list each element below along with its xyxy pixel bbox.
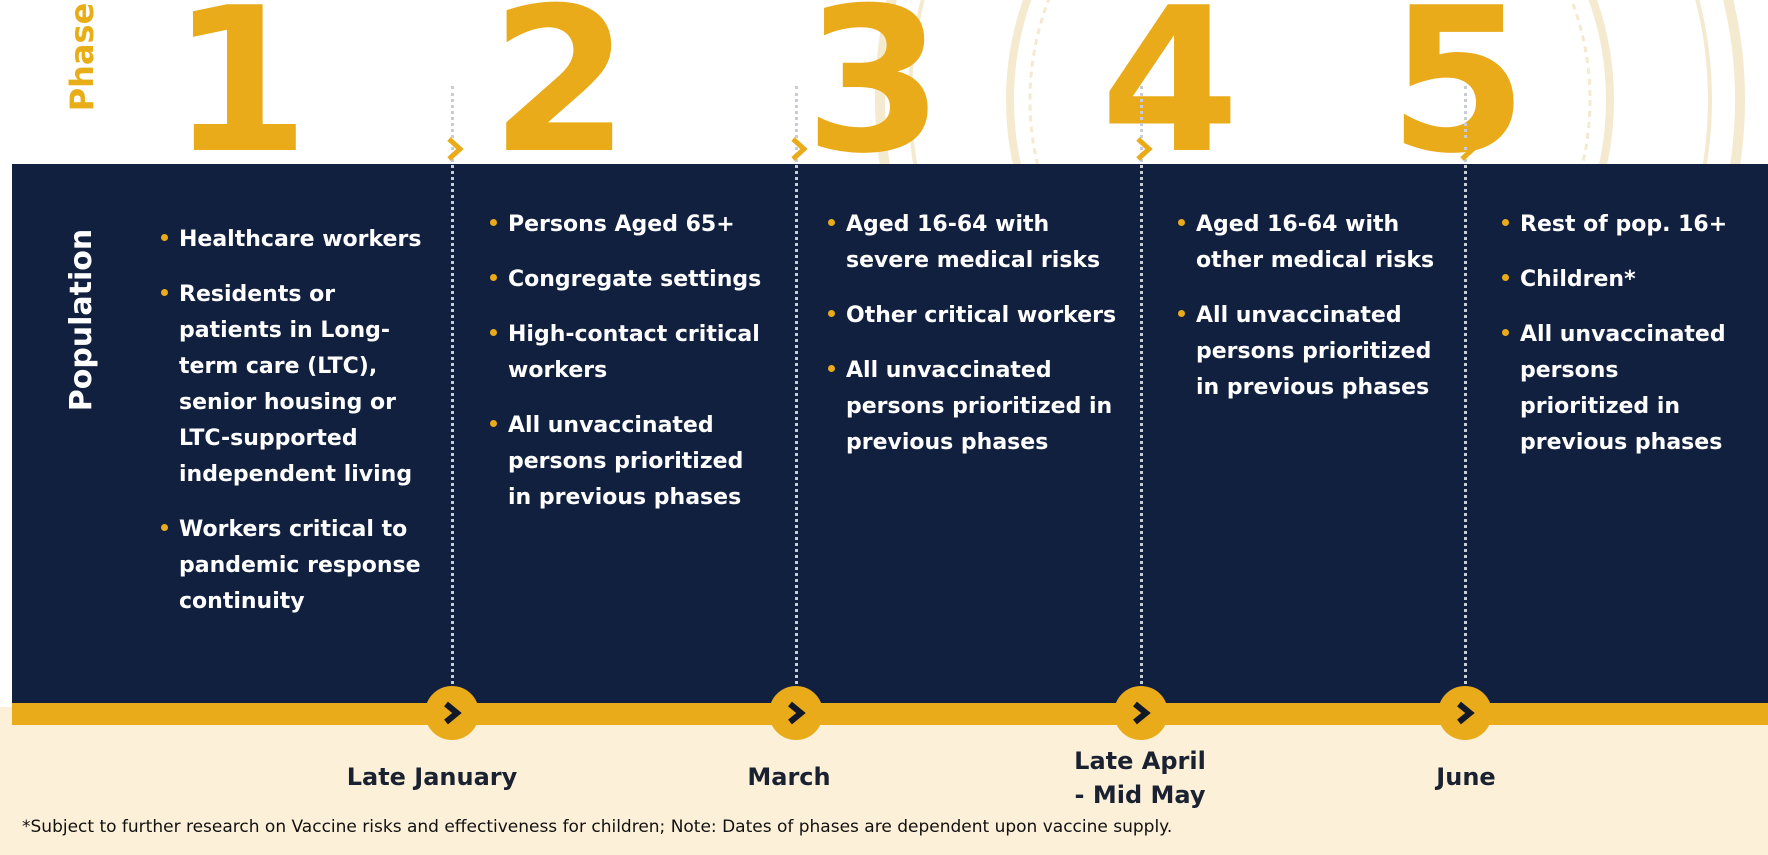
chevron-right-icon <box>1457 701 1475 725</box>
bullet-dot-icon <box>1502 329 1509 336</box>
bullet-dot-icon <box>490 420 497 427</box>
bullet-dot-icon <box>1502 274 1509 281</box>
timeline-marker-4 <box>1438 686 1492 740</box>
list-item: Children* <box>1502 262 1742 298</box>
phase-number-5: 5 <box>1388 0 1528 198</box>
footnote: *Subject to further research on Vaccine … <box>22 817 1173 837</box>
phase-3-population: Aged 16-64 with severe medical risks Oth… <box>828 207 1118 480</box>
phase-2-population: Persons Aged 65+ Congregate settings Hig… <box>490 207 770 535</box>
bullet-dot-icon <box>161 234 168 241</box>
phase-divider-4 <box>1464 86 1467 696</box>
list-item: Aged 16-64 with severe medical risks <box>828 207 1118 279</box>
timeline-marker-1 <box>425 686 479 740</box>
bullet-dot-icon <box>1178 219 1185 226</box>
list-item: All unvaccinated persons prioritized in … <box>1178 298 1448 406</box>
list-item: Persons Aged 65+ <box>490 207 770 243</box>
bullet-dot-icon <box>828 219 835 226</box>
chevron-right-icon <box>1136 137 1153 161</box>
chevron-right-icon <box>447 137 464 161</box>
bullet-dot-icon <box>828 310 835 317</box>
population-row-label: Population <box>64 228 99 412</box>
timeline-date-1: Late January <box>346 763 518 791</box>
phase-number-1: 1 <box>170 0 310 198</box>
phase-number-2: 2 <box>490 0 630 198</box>
bullet-dot-icon <box>490 219 497 226</box>
phase-number-3: 3 <box>804 0 944 198</box>
population-panel <box>12 164 1768 707</box>
list-item: Rest of pop. 16+ <box>1502 207 1742 243</box>
timeline-marker-3 <box>1114 686 1168 740</box>
phase-divider-1 <box>451 86 454 696</box>
chevron-right-icon <box>791 137 808 161</box>
chevron-right-icon <box>1133 701 1151 725</box>
chevron-right-icon <box>1460 137 1477 161</box>
list-item: Workers critical to pandemic response co… <box>161 512 431 620</box>
list-item: All unvaccinated persons prioritized in … <box>1502 317 1742 461</box>
list-item: Aged 16-64 with other medical risks <box>1178 207 1448 279</box>
phase-number-4: 4 <box>1100 0 1240 198</box>
chevron-right-icon <box>444 701 462 725</box>
phase-divider-2 <box>795 86 798 696</box>
list-item: Residents or patients in Long-term care … <box>161 277 431 493</box>
bullet-dot-icon <box>490 274 497 281</box>
timeline-marker-2 <box>769 686 823 740</box>
phase-divider-3 <box>1140 86 1143 696</box>
bullet-dot-icon <box>161 524 168 531</box>
list-item: Other critical workers <box>828 298 1118 334</box>
bullet-dot-icon <box>161 289 168 296</box>
list-item: Congregate settings <box>490 262 770 298</box>
chevron-right-icon <box>788 701 806 725</box>
bullet-dot-icon <box>490 329 497 336</box>
phase-1-population: Healthcare workers Residents or patients… <box>161 222 431 639</box>
phase-4-population: Aged 16-64 with other medical risks All … <box>1178 207 1448 425</box>
list-item: Healthcare workers <box>161 222 431 258</box>
bullet-dot-icon <box>1178 310 1185 317</box>
timeline-date-4: June <box>1436 763 1496 791</box>
timeline-date-2: March <box>747 763 831 791</box>
phase-5-population: Rest of pop. 16+ Children* All unvaccina… <box>1502 207 1742 480</box>
list-item: High-contact critical workers <box>490 317 770 389</box>
list-item: All unvaccinated persons prioritized in … <box>490 408 770 516</box>
list-item: All unvaccinated persons prioritized in … <box>828 353 1118 461</box>
bullet-dot-icon <box>1502 219 1509 226</box>
bullet-dot-icon <box>828 365 835 372</box>
timeline-bar <box>12 703 1768 725</box>
timeline-date-3: Late April - Mid May <box>1074 747 1206 809</box>
phase-row-label: Phase <box>63 2 101 112</box>
